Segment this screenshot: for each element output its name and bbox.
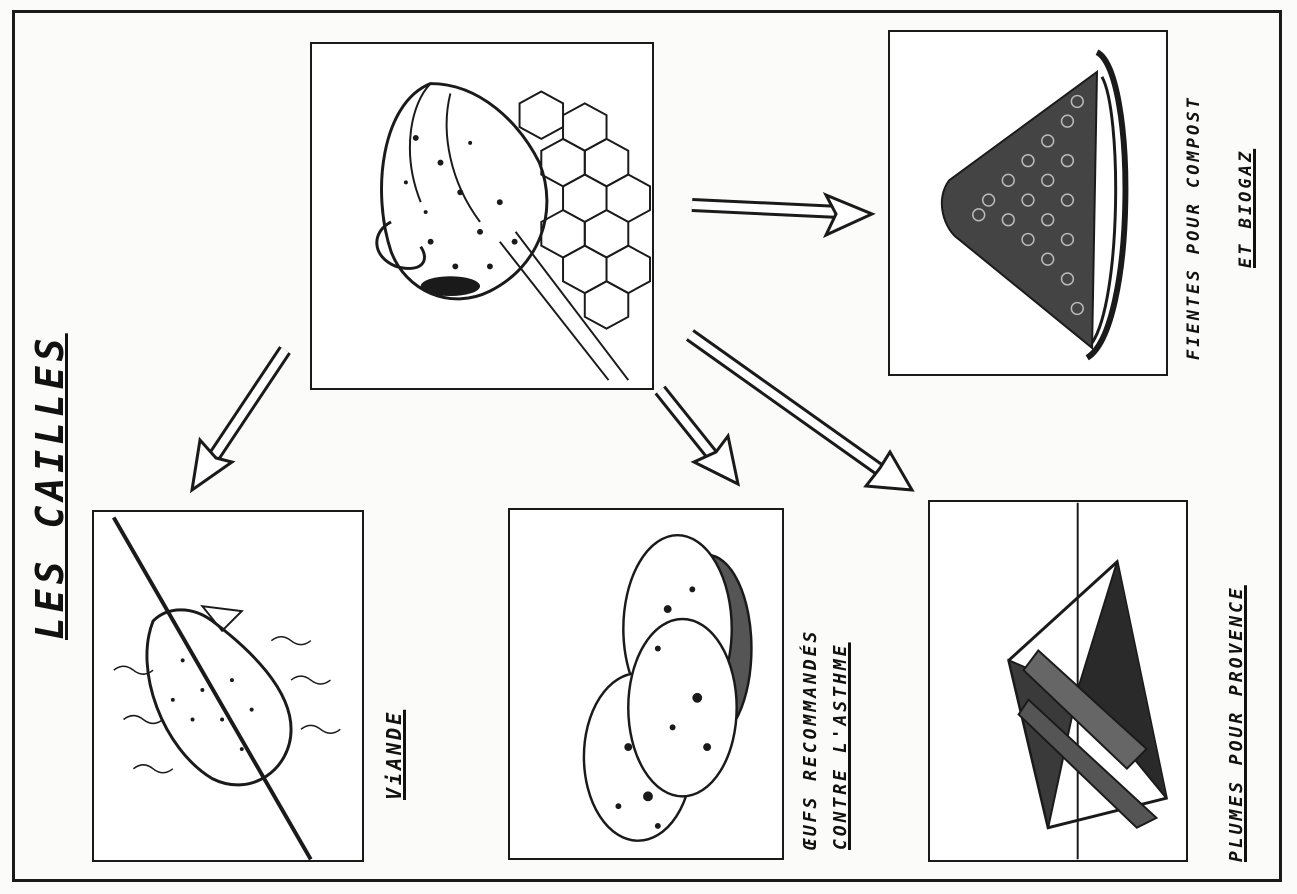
dung-pile-illustration <box>890 32 1166 374</box>
quail-panel <box>310 42 654 390</box>
eggs-label-line2: CONTRE L'ASTHME <box>830 642 851 850</box>
dung-panel <box>888 30 1168 376</box>
eggs-panel <box>508 508 784 860</box>
dung-label-line2: ET BIOGAZ <box>1236 149 1256 268</box>
eggs-label-line1: ŒUFS RECOMMANDÉS <box>800 629 821 850</box>
quail-illustration <box>312 44 652 388</box>
quail-body <box>382 84 547 299</box>
quail-eggs-illustration <box>510 510 782 858</box>
feathers-label: PLUMES POUR PROVENCE <box>1226 585 1247 862</box>
meat-label: ViANDE <box>382 710 406 800</box>
feathers-illustration <box>930 502 1186 860</box>
meat-panel <box>92 510 364 862</box>
roast-quail-illustration <box>94 512 362 860</box>
dung-label-line1: FIENTES POUR COMPOST <box>1184 95 1204 360</box>
feathers-panel <box>928 500 1188 862</box>
page-title: LES CAILLES <box>28 333 72 640</box>
